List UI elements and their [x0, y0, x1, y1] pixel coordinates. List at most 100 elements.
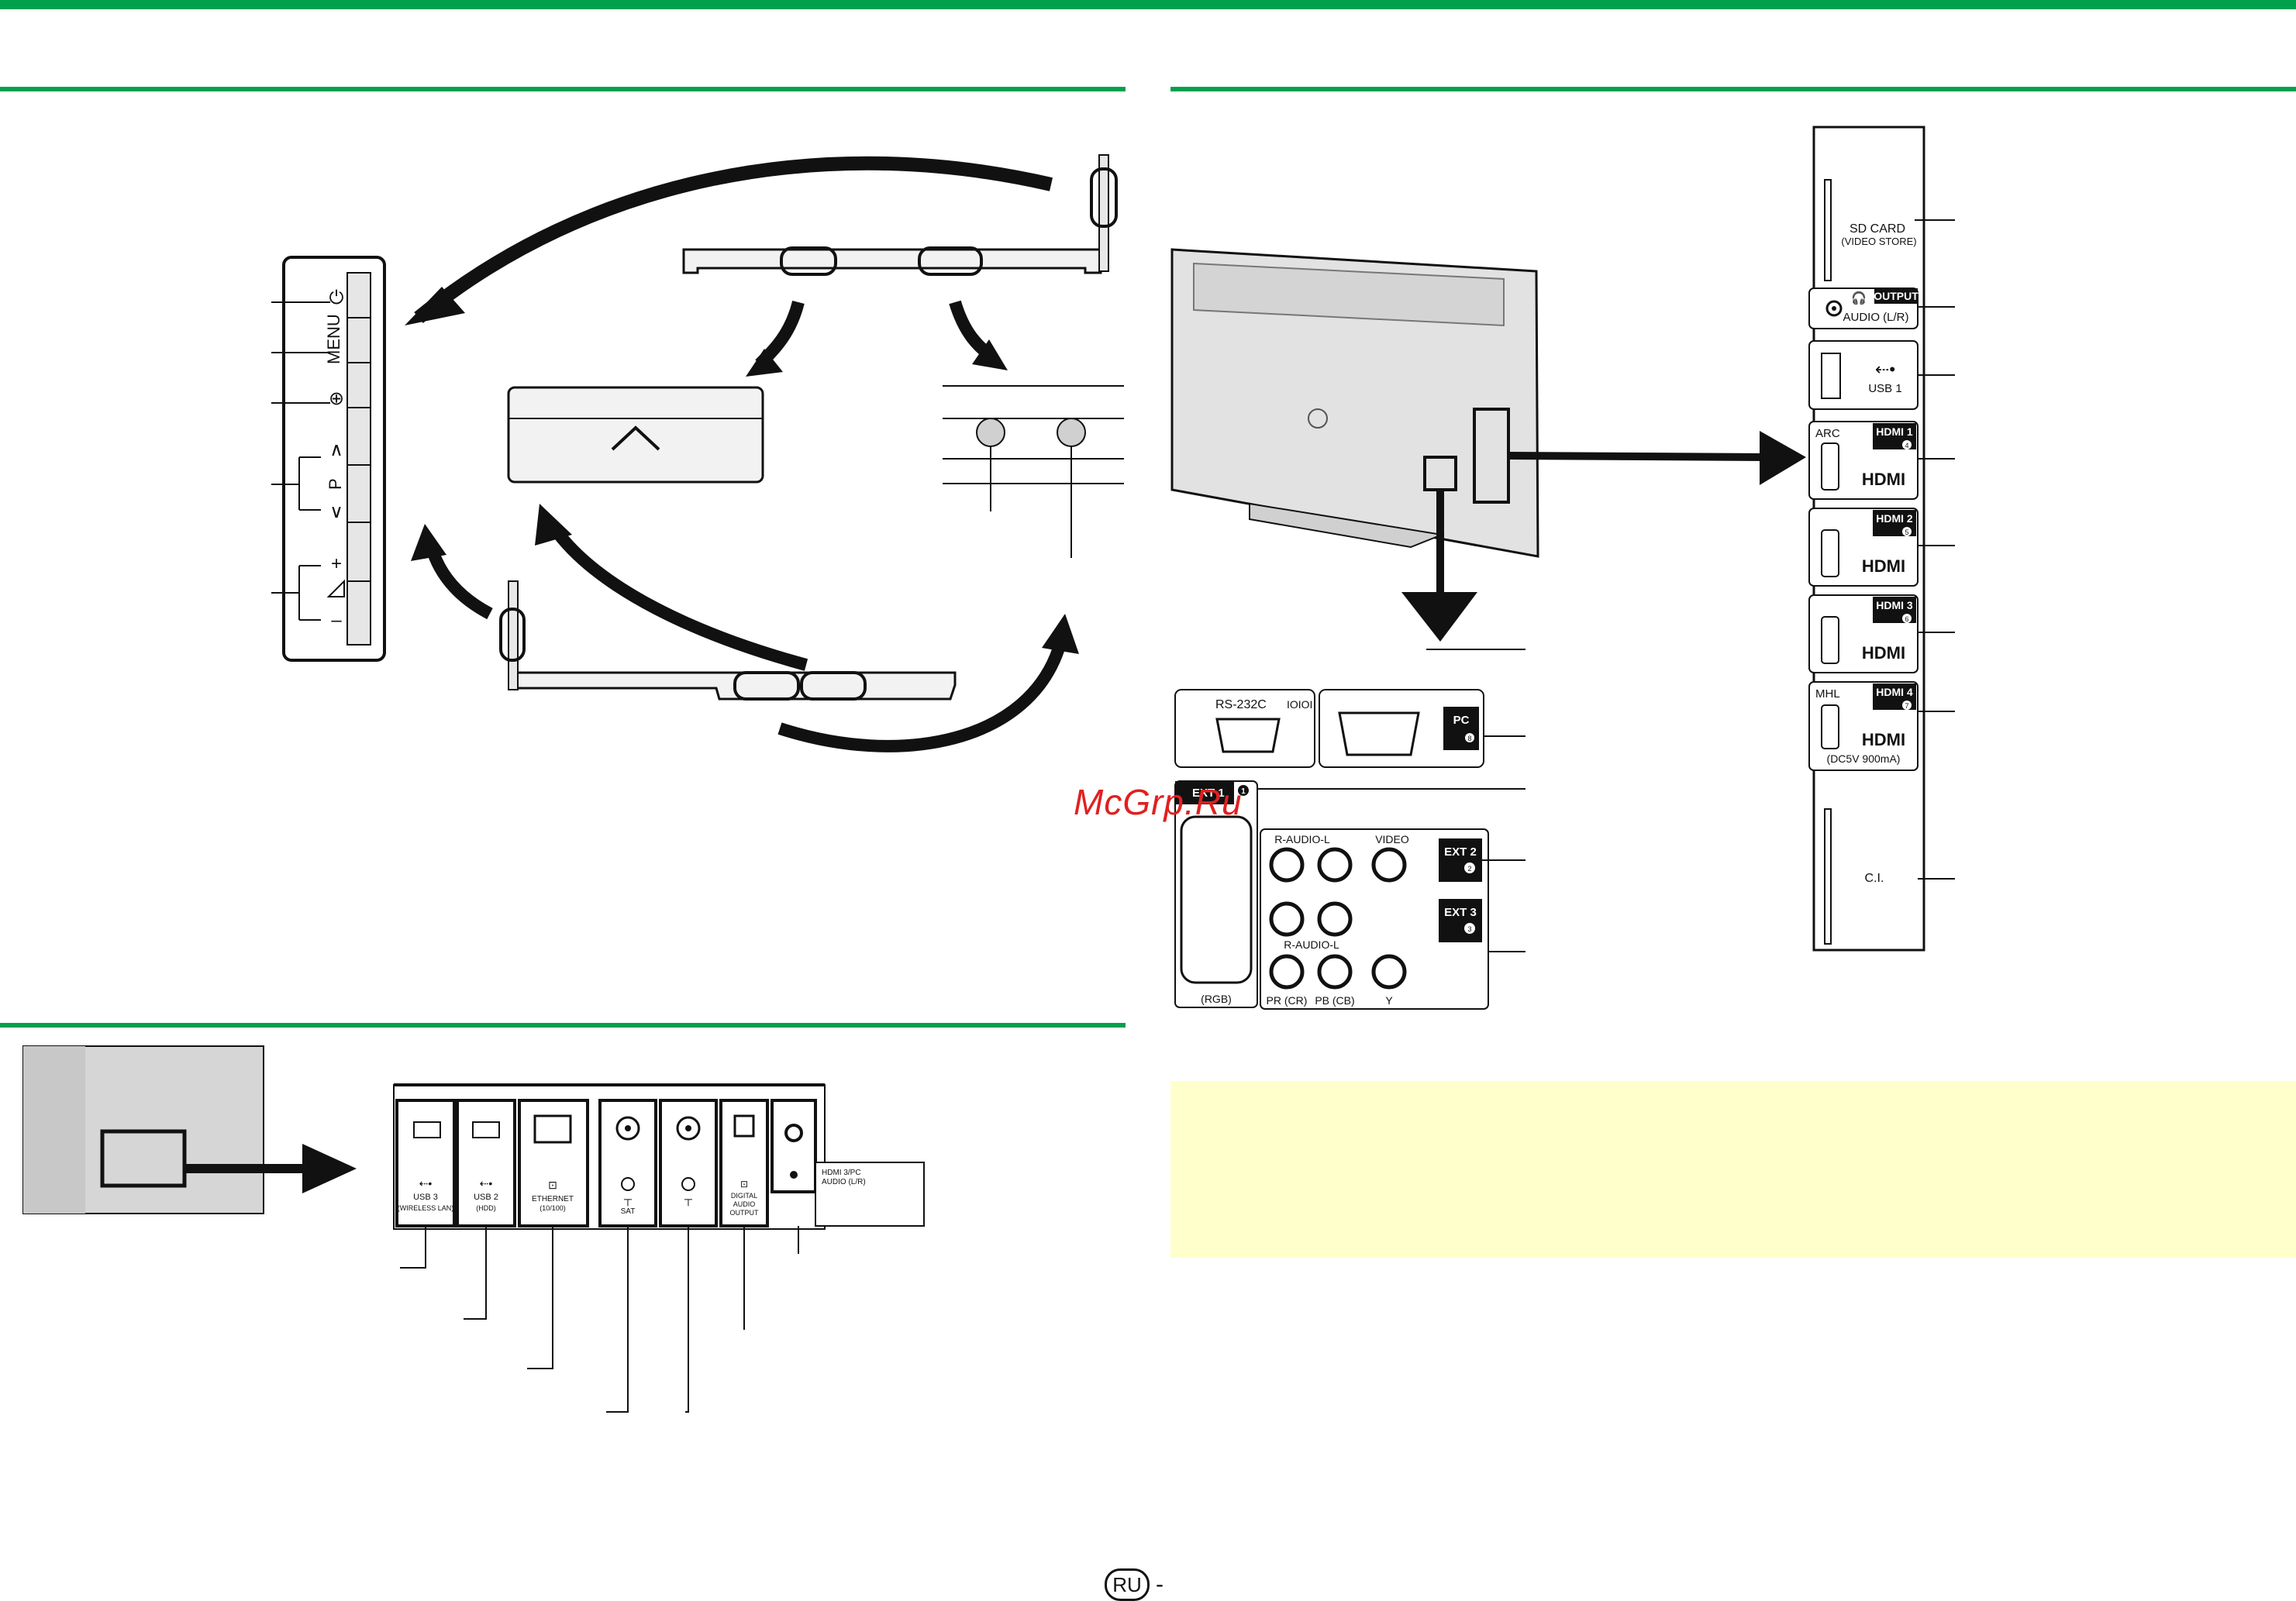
note-box: [1170, 1081, 2296, 1258]
antenna-icon: ┬: [684, 1193, 692, 1207]
up-chevron-icon: [611, 425, 660, 451]
ethernet-speed: (10/100): [540, 1204, 566, 1212]
digital-label: DIGITAL: [731, 1192, 757, 1200]
side-panel-diagram: ⇠• USB 3 (WIRELESS LAN) ⇠• USB 2 (HDD) ⊡…: [22, 1045, 925, 1413]
language-badge: RU: [1105, 1568, 1150, 1601]
rear-terminal-highlight-a: [1423, 456, 1457, 491]
usb2-label: USB 2: [474, 1193, 498, 1202]
pc-audio-label-box: [815, 1162, 925, 1227]
sd-card-label: SD CARD: [1850, 222, 1905, 236]
hdmi2-label: HDMI 2: [1876, 512, 1913, 525]
ci-label: C.I.: [1865, 872, 1884, 885]
hdd-label: (HDD): [476, 1204, 496, 1212]
sd-card-sub: (VIDEO STORE): [1841, 236, 1916, 247]
bottom-highlight-a: [733, 671, 800, 701]
hdmi2-badge: 5: [1905, 529, 1908, 536]
hdmi3-badge: 6: [1905, 615, 1908, 623]
r-audio-l-label-2: R-AUDIO-L: [1284, 938, 1339, 951]
watermark: McGrp.Ru: [1074, 782, 1243, 822]
volume-minus-label: –: [331, 610, 342, 631]
ethernet-icon: ⊡: [548, 1179, 557, 1191]
hdmi4-label: HDMI 4: [1876, 686, 1913, 698]
audio-lr-side-label: AUDIO (L/R): [822, 1178, 866, 1186]
top-green-band: [0, 0, 2296, 9]
bottom-side-highlight: [499, 608, 526, 662]
page-number: RU -: [1105, 1568, 1164, 1601]
headphone-icon: 🎧: [1851, 291, 1867, 305]
rca-video: [1371, 847, 1407, 883]
av-block: [1260, 828, 1489, 1010]
ethernet-label: ETHERNET: [532, 1195, 574, 1203]
rim-highlight-a: [780, 246, 837, 276]
arrow-down-big: [1401, 592, 1477, 642]
rs232c-label: RS-232C: [1215, 698, 1267, 711]
dc5v-label: (DC5V 900mA): [1827, 752, 1901, 765]
r-audio-l-label: R-AUDIO-L: [1274, 833, 1330, 845]
hdmi1-logo: HDMI: [1862, 470, 1905, 489]
usb3-icon: ⇠•: [419, 1177, 433, 1190]
output-label: OUTPUT: [1874, 290, 1919, 302]
volume-icon: [326, 579, 345, 597]
big-curved-arrow-top: [414, 156, 1053, 323]
rca-y: [1371, 954, 1407, 990]
arrow-to-sensors: [777, 641, 1067, 752]
side-panel-highlight: [100, 1129, 187, 1188]
button-column: [346, 272, 371, 646]
bottom-highlight-b: [800, 671, 867, 701]
hdmi-pc-label: HDMI 3/PC: [822, 1169, 861, 1177]
tv-rear-body: [1170, 248, 1539, 558]
menu-label: MENU: [324, 314, 343, 364]
ext3-badge: 3: [1467, 925, 1471, 933]
tv-top-edge: [682, 248, 1102, 274]
ext1-label: EXT 1: [1192, 787, 1225, 800]
arrow-to-zoom: [548, 523, 808, 671]
program-label: P: [326, 478, 345, 490]
zoom-button-panel: [507, 386, 764, 484]
pr-label: PR (CR): [1267, 994, 1308, 1007]
sat-label: SAT: [621, 1207, 636, 1216]
pb-label: PB (CB): [1315, 994, 1354, 1007]
program-down-icon: ∨: [329, 501, 343, 522]
video-label: VIDEO: [1375, 833, 1409, 845]
rca-pb: [1317, 954, 1353, 990]
section-rule-right: [1170, 87, 2296, 91]
rs232c-port: [1215, 718, 1281, 753]
sat-antenna-icon: ┬: [623, 1193, 632, 1207]
ext1-badge: 1: [1241, 787, 1246, 796]
y-label: Y: [1385, 994, 1393, 1007]
ext3-label: EXT 3: [1444, 906, 1477, 919]
optical-icon: ⊡: [740, 1179, 748, 1190]
vga-port: [1338, 711, 1420, 756]
volume-plus-label: +: [331, 553, 342, 574]
ext2-label: EXT 2: [1444, 845, 1477, 859]
tv-stand: [1249, 502, 1445, 549]
audio-label: AUDIO: [733, 1200, 756, 1208]
section-rule-bottom-left: [0, 1023, 1126, 1028]
side-profile: [1098, 154, 1109, 272]
hdmi4-badge: 7: [1905, 702, 1908, 710]
usb3-block: [395, 1099, 456, 1227]
ci-slot: [1824, 808, 1832, 945]
page-suffix: -: [1156, 1572, 1164, 1597]
rca-r: [1269, 847, 1305, 883]
bottom-side-profile: [508, 580, 519, 690]
usb2-icon: ⇠•: [480, 1177, 493, 1190]
program-up-icon: ∧: [329, 439, 343, 460]
side-highlight: [1090, 167, 1118, 228]
arc-label: ARC: [1815, 427, 1840, 440]
serial-icon: IOIOI: [1287, 698, 1312, 711]
power-icon: ⏻: [329, 287, 344, 308]
rca-r2: [1269, 901, 1305, 937]
hdmi3-port: [1821, 616, 1839, 664]
hdmi1-badge: 4: [1905, 442, 1908, 449]
hdmi4-logo: HDMI: [1862, 730, 1905, 749]
section-rule-left: [0, 87, 1126, 91]
hdmi4-port: [1821, 704, 1839, 749]
output-label-side: OUTPUT: [730, 1209, 760, 1217]
arrow-right-big: [1760, 431, 1806, 485]
rca-l: [1317, 847, 1353, 883]
hdmi2-logo: HDMI: [1862, 556, 1905, 576]
hdmi1-label: HDMI 1: [1876, 425, 1913, 438]
sd-card-slot: [1824, 179, 1832, 281]
